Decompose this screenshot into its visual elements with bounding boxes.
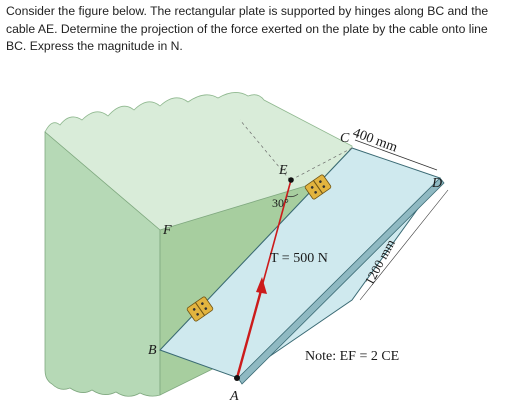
- dim-line-top: [354, 139, 438, 171]
- wall-front-face: [44, 131, 161, 397]
- label-e: E: [278, 163, 288, 178]
- label-note: Note: EF = 2 CE: [305, 349, 399, 364]
- label-b: B: [148, 343, 157, 358]
- label-d: D: [431, 176, 442, 191]
- label-angle: 30°: [272, 196, 289, 210]
- angle-arc: [286, 193, 299, 198]
- hinge-icon: [304, 174, 332, 200]
- point-a: [234, 375, 240, 381]
- construction-line-ef: [239, 119, 291, 181]
- label-tension: T = 500 N: [270, 251, 328, 266]
- label-c: C: [340, 131, 350, 146]
- plate-edge: [237, 177, 445, 385]
- point-e: [288, 177, 294, 183]
- hinge-icon: [186, 296, 214, 322]
- problem-statement: Consider the figure below. The rectangul…: [6, 4, 489, 53]
- dim-line-side: [359, 189, 449, 301]
- tension-vector: [235, 286, 264, 379]
- label-f: F: [162, 223, 172, 238]
- tension-arrowhead: [256, 277, 267, 294]
- label-a: A: [229, 389, 239, 404]
